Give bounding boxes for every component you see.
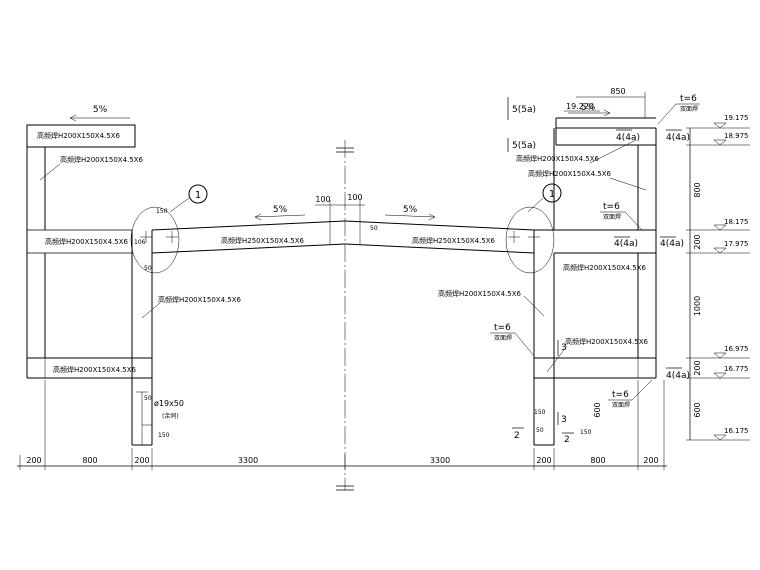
anchor-note: (余同) <box>162 412 179 420</box>
weld-c-thickness: t=6 <box>494 323 511 333</box>
left-upper-beam-label: 高频焊H200X150X4.5X6 <box>60 155 144 164</box>
left-top-beam-label: 高频焊H200X150X4.5X6 <box>37 131 121 140</box>
elev-17975: 17.975 <box>724 240 749 248</box>
section-marks: 19.220 850 5(5a) 5(5a) 4(4a) 4(4a) 4(4a)… <box>507 87 690 445</box>
section-2-left: 2 <box>514 431 520 441</box>
bottom-dim-800-b: 800 <box>590 456 605 465</box>
weld-b-note: 双面焊 <box>603 213 621 221</box>
left-detail-number: 1 <box>195 190 201 201</box>
elev-18975: 18.975 <box>724 132 749 140</box>
bottom-dimension-line: 200 800 200 3300 3300 200 800 200 <box>17 380 667 470</box>
right-dim-200-b: 200 <box>693 360 702 375</box>
member-labels: 高频焊H200X150X4.5X6 高频焊H200X150X4.5X6 高频焊H… <box>37 131 649 374</box>
bottom-dim-3300-b: 3300 <box>430 456 450 465</box>
weld-b-thickness: t=6 <box>603 202 620 212</box>
left-column <box>131 230 153 446</box>
dim-850: 850 <box>610 87 625 96</box>
bottom-dim-200-d: 200 <box>643 456 658 465</box>
elev-18175: 18.175 <box>724 218 749 226</box>
right-mid-beam-label: 高频焊H200X150X4.5X6 <box>563 263 647 272</box>
section-2-right: 2 <box>564 435 570 445</box>
elev-16775: 16.775 <box>724 365 749 373</box>
left-106-dim: 106 <box>134 239 146 246</box>
right-dim-1000: 1000 <box>693 296 702 316</box>
section-5a-top: 5(5a) <box>512 105 536 115</box>
small-dims: 100 100 50 150 106 50 ø19x50 (余同) 50 150… <box>134 193 592 439</box>
bottom-dim-200-a: 200 <box>26 456 41 465</box>
weld-notes: t=6 双面焊 t=6 双面焊 t=6 双面焊 t=6 双面焊 <box>490 94 700 409</box>
section-3-lower: 3 <box>561 415 567 425</box>
right-dim-600-a: 600 <box>693 402 702 417</box>
slope-right-rafter: 5% <box>403 205 418 215</box>
left-detail-ellipse <box>130 206 180 274</box>
top-elevation: 19.220 <box>566 102 594 111</box>
anchor-bolt-label: ø19x50 <box>154 399 184 408</box>
weld-c-note: 双面焊 <box>494 334 512 342</box>
left-detail-callout <box>188 184 208 204</box>
right-base-50-dim: 50 <box>536 427 544 434</box>
section-4a-top-right: 4(4a) <box>666 133 690 143</box>
right-rafter-label: 高频焊H250X150X4.5X6 <box>412 236 496 245</box>
ridge-left-dim: 100 <box>315 195 330 204</box>
right-detail-number: 1 <box>549 189 555 200</box>
weld-a-note: 双面焊 <box>680 105 698 113</box>
left-150-dim: 150 <box>156 208 168 215</box>
weld-a-thickness: t=6 <box>680 94 697 104</box>
section-4a-mid-right: 4(4a) <box>660 239 684 249</box>
detail-marks: 1 1 <box>130 183 562 274</box>
elev-19175: 19.175 <box>724 114 749 122</box>
right-base-150b-dim: 150 <box>580 429 592 436</box>
left-column-label: 高频焊H200X150X4.5X6 <box>158 295 242 304</box>
elev-16175: 16.175 <box>724 427 749 435</box>
weld-d-thickness: t=6 <box>612 390 629 400</box>
slope-marks: 5% 5% 5% 5% <box>69 103 611 221</box>
base-50-dim: 50 <box>144 395 152 402</box>
bottom-dim-200-b: 200 <box>134 456 149 465</box>
right-dim-800: 800 <box>693 182 702 197</box>
elev-16975: 16.975 <box>724 345 749 353</box>
slope-left-rafter: 5% <box>273 205 288 215</box>
centre-line <box>336 140 354 491</box>
ridge-right-dim: 100 <box>347 193 362 202</box>
right-low-beam-label: 高频焊H200X150X4.5X6 <box>565 337 649 346</box>
weld-d-note: 双面焊 <box>612 401 630 409</box>
right-base-150-dim: 150 <box>534 409 546 416</box>
left-50-dim: 50 <box>144 265 152 272</box>
right-column <box>533 128 555 446</box>
right-top-beam1-label: 高频焊H200X150X4.5X6 <box>516 154 600 163</box>
left-top-beam <box>26 124 136 148</box>
right-detail-callout <box>542 183 562 203</box>
left-rafter-label: 高频焊H250X150X4.5X6 <box>221 236 305 245</box>
section-3-upper: 3 <box>561 343 567 353</box>
bottom-dim-200-c: 200 <box>536 456 551 465</box>
section-5a-lower: 5(5a) <box>512 141 536 151</box>
slope-right-top: 5% <box>581 103 596 113</box>
left-frame-block <box>26 124 152 379</box>
right-column-label: 高频焊H200X150X4.5X6 <box>438 289 522 298</box>
bottom-dim-800-a: 800 <box>82 456 97 465</box>
bottom-dim-3300-a: 3300 <box>238 456 258 465</box>
left-mid-beam-label: 高频焊H200X150X4.5X6 <box>45 237 129 246</box>
ridge-50-dim: 50 <box>370 225 378 232</box>
right-dim-200-a: 200 <box>693 234 702 249</box>
section-4a-top: 4(4a) <box>616 133 640 143</box>
slope-left-top: 5% <box>93 105 108 115</box>
left-bottom-beam-label: 高频焊H200X150X4.5X6 <box>53 365 137 374</box>
elevation-stack: 800 200 1000 200 600 600 19.175 18.975 1… <box>593 114 750 441</box>
right-dim-600-b: 600 <box>593 402 602 417</box>
base-150-dim: 150 <box>158 432 170 439</box>
section-4a-low: 4(4a) <box>666 371 690 381</box>
section-4a-mid: 4(4a) <box>614 239 638 249</box>
right-top-beam2-label: 高频焊H200X150X4.5X6 <box>528 169 612 178</box>
right-detail-ellipse <box>505 206 555 274</box>
